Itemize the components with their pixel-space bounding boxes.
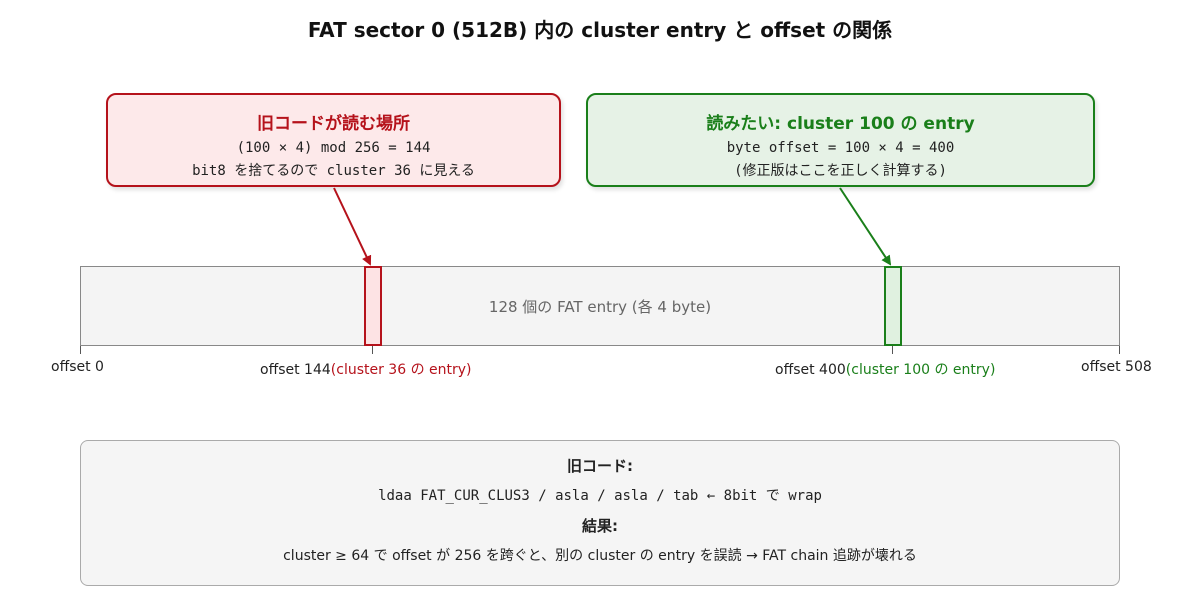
tick-label-offset-144: offset 144(cluster 36 の entry)	[260, 359, 472, 379]
tick-offset-400	[892, 346, 893, 354]
old-code-line: ldaa FAT_CUR_CLUS3 / asla / asla / tab ←…	[378, 488, 822, 504]
tick-label-offset-400-text: offset 400	[775, 362, 846, 378]
target-entry-callout-explanation: (修正版はここを正しく計算する)	[734, 163, 947, 179]
result-heading: 結果:	[582, 517, 618, 535]
fat-sector-band	[80, 266, 1120, 346]
old-code-callout-heading: 旧コードが読む場所	[257, 114, 410, 134]
old-code-arrow	[333, 187, 372, 266]
tick-label-offset-144-text: offset 144	[260, 362, 331, 378]
tick-offset-508	[1119, 346, 1120, 354]
result-text: cluster ≥ 64 で offset が 256 を跨ぐと、別の clus…	[283, 548, 917, 564]
tick-label-offset-508: offset 508	[1081, 359, 1152, 375]
target-entry-arrow	[839, 187, 892, 266]
tick-label-offset-400: offset 400(cluster 100 の entry)	[775, 359, 995, 379]
target-entry-callout: 読みたい: cluster 100 の entry byte offset = …	[586, 93, 1095, 187]
tick-label-offset-144-note: (cluster 36 の entry)	[330, 362, 472, 378]
old-code-callout-formula: (100 × 4) mod 256 = 144	[236, 140, 431, 156]
old-code-heading: 旧コード:	[567, 457, 633, 475]
target-entry-callout-heading: 読みたい: cluster 100 の entry	[706, 114, 975, 134]
tick-offset-144	[372, 346, 373, 354]
old-code-callout-explanation: bit8 を捨てるので cluster 36 に見える	[192, 163, 475, 179]
offset-400-marker	[884, 266, 902, 346]
tick-label-offset-0: offset 0	[51, 359, 104, 375]
target-entry-callout-formula: byte offset = 100 × 4 = 400	[726, 140, 955, 156]
tick-label-offset-400-note: (cluster 100 の entry)	[845, 362, 996, 378]
old-code-callout: 旧コードが読む場所 (100 × 4) mod 256 = 144 bit8 を…	[106, 93, 561, 187]
offset-144-marker	[364, 266, 382, 346]
explanation-box: 旧コード: ldaa FAT_CUR_CLUS3 / asla / asla /…	[80, 440, 1120, 586]
tick-offset-0	[80, 346, 81, 354]
fat-sector-band-label: 128 個の FAT entry (各 4 byte)	[488, 298, 712, 316]
diagram-title: FAT sector 0 (512B) 内の cluster entry と o…	[307, 18, 893, 42]
